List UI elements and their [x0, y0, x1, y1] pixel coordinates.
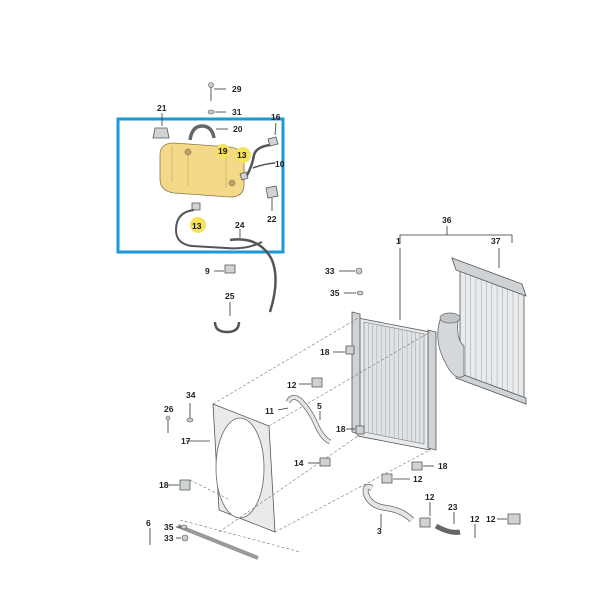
- label-18a: 18: [320, 347, 330, 357]
- hose-23: 23: [434, 502, 461, 535]
- label-29: 29: [232, 84, 242, 94]
- label-20: 20: [233, 124, 243, 134]
- nut-33-top: 33: [325, 266, 363, 276]
- clamp-9: 9: [205, 264, 236, 276]
- label-37: 37: [491, 236, 501, 246]
- cooler-37: [451, 257, 527, 405]
- mount-18-b: 18: [336, 424, 365, 435]
- label-24: 24: [235, 220, 245, 230]
- bracket-14: 14: [294, 457, 331, 468]
- label-25: 25: [225, 291, 235, 301]
- clamp-13-top: 13: [235, 147, 251, 181]
- label-16: 16: [271, 112, 281, 122]
- label-6: 6: [146, 518, 151, 528]
- washer-35-top: 35: [330, 288, 364, 298]
- label-35a: 35: [330, 288, 340, 298]
- label-18c: 18: [438, 461, 448, 471]
- duct: [437, 312, 465, 378]
- label-33a: 33: [325, 266, 335, 276]
- label-11: 11: [265, 406, 274, 416]
- hose-3: 3: [362, 483, 415, 536]
- label-22: 22: [267, 214, 277, 224]
- expansion-tank: [159, 142, 245, 198]
- label-35b: 35: [164, 522, 174, 532]
- callout-19: 19: [216, 144, 230, 158]
- highlight-box: [116, 117, 285, 254]
- label-14: 14: [294, 458, 304, 468]
- label-5: 5: [317, 401, 322, 411]
- bolt-34: 34: [186, 390, 196, 423]
- label-1: 1: [396, 236, 401, 246]
- label-12b: 12: [413, 474, 423, 484]
- label-18b: 18: [336, 424, 346, 434]
- nut-33-bottom: 33: [164, 533, 189, 543]
- part-6: 6: [146, 518, 259, 560]
- label-12c: 12: [425, 492, 435, 502]
- hose-11: 11 5: [265, 394, 332, 445]
- clamp-12d: 12 12: [470, 513, 521, 538]
- bolt-26: 26: [164, 404, 174, 433]
- label-33b: 33: [164, 533, 174, 543]
- washer-31: 31: [207, 107, 242, 117]
- label-12e: 12: [470, 514, 480, 524]
- label-36: 36: [442, 215, 452, 225]
- label-34: 34: [186, 390, 196, 400]
- clamp-12a: 12: [287, 377, 323, 390]
- label-10: 10: [275, 159, 285, 169]
- label-19: 19: [218, 146, 228, 156]
- label-13a: 13: [237, 150, 247, 160]
- label-17: 17: [181, 436, 191, 446]
- label-36-bracket: 36 1 37: [396, 215, 513, 320]
- label-12d: 12: [486, 514, 496, 524]
- washer-35-bottom: 35: [164, 522, 188, 532]
- label-23: 23: [448, 502, 458, 512]
- radiator-1: [351, 311, 437, 451]
- screw-29: 29: [208, 82, 242, 101]
- bracket-22: 22: [265, 185, 279, 224]
- label-18d: 18: [159, 480, 169, 490]
- cap-21: 21: [152, 103, 170, 139]
- label-3: 3: [377, 526, 382, 536]
- label-12a: 12: [287, 380, 297, 390]
- label-26: 26: [164, 404, 174, 414]
- pipe-10: 10: [252, 159, 285, 169]
- hose-16: 16: [244, 112, 281, 178]
- bracket-20: 20: [188, 124, 243, 141]
- clip-25: 25: [213, 291, 241, 334]
- hose-24: 24: [229, 220, 277, 313]
- mount-18-d: 18: [159, 479, 191, 491]
- label-21: 21: [157, 103, 167, 113]
- mount-18-a: 18: [320, 345, 355, 357]
- guide-lines: [179, 317, 431, 553]
- mount-18-c: 18: [411, 461, 448, 471]
- clamp-13-bottom: 13: [174, 202, 263, 250]
- label-13b: 13: [192, 221, 202, 231]
- clamp-12b: 12: [381, 473, 423, 484]
- fan-shroud-17: 17: [181, 403, 276, 533]
- clamp-12c: 12: [419, 492, 435, 528]
- label-9: 9: [205, 266, 210, 276]
- label-31: 31: [232, 107, 242, 117]
